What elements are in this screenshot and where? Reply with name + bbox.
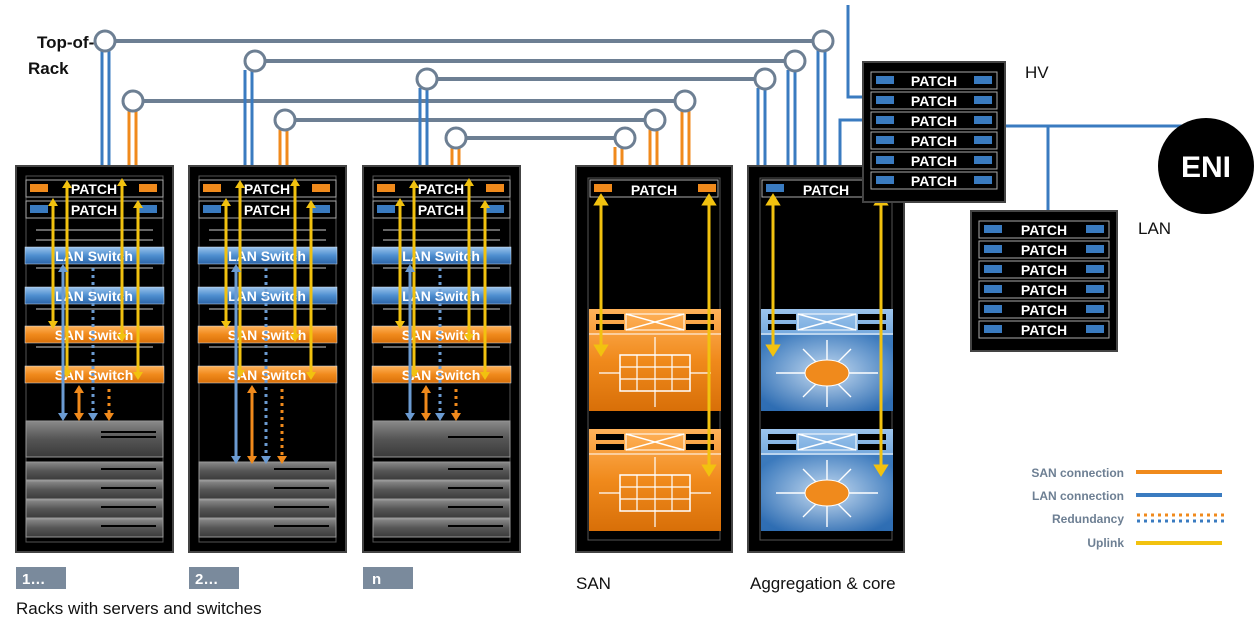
lan-patch-panel: PATCH PATCH PATCH PATCH PATCH PATCH (970, 210, 1118, 352)
hv-patch-panel: PATCH PATCH PATCH PATCH PATCH PATCH (862, 61, 1006, 203)
legend-uplink: Uplink (1087, 536, 1124, 550)
rack-1-patch-2: PATCH (71, 202, 117, 218)
rack-n-patch-2: PATCH (418, 202, 464, 218)
san-director-1 (589, 309, 721, 411)
top-of-rack-label-1: Top-of- (37, 33, 94, 52)
lan-patch-row-6: PATCH (1021, 322, 1067, 338)
junction-nodes (93, 29, 835, 150)
hv-patch-row-2: PATCH (911, 93, 957, 109)
rack-2-switch-3: SAN Switch (228, 327, 307, 343)
hv-patch-row-4: PATCH (911, 133, 957, 149)
lan-label: LAN (1138, 219, 1171, 238)
san-vertical-links (127, 110, 691, 168)
san-rack: PATCH (575, 165, 733, 553)
rack-tag-2: 2… (195, 571, 218, 588)
san-label: SAN (576, 574, 611, 593)
core-switch-1 (761, 309, 893, 411)
hv-patch-row-5: PATCH (911, 153, 957, 169)
legend-lan-connection: LAN connection (1032, 489, 1124, 503)
aggregation-core-rack: PATCH (747, 165, 905, 553)
aggregation-label: Aggregation & core (750, 574, 896, 593)
rack-n-switch-1: LAN Switch (402, 248, 480, 264)
top-of-rack-label-2: Rack (28, 59, 69, 78)
lan-patch-row-1: PATCH (1021, 222, 1067, 238)
san-director-2 (589, 429, 721, 531)
lan-patch-row-3: PATCH (1021, 262, 1067, 278)
rack-tags: 1… 2… n (16, 567, 413, 589)
legend-san-connection: SAN connection (1031, 466, 1124, 480)
hv-patch-row-6: PATCH (911, 173, 957, 189)
rack-1-switch-3: SAN Switch (55, 327, 134, 343)
lan-patch-row-4: PATCH (1021, 282, 1067, 298)
legend-redundancy: Redundancy (1052, 512, 1124, 526)
rack-1-switch-1: LAN Switch (55, 248, 133, 264)
rack-n-patch-1: PATCH (418, 181, 464, 197)
core-patch-label: PATCH (803, 182, 849, 198)
rack-tag-n: n (372, 571, 381, 588)
rack-2-patch-2: PATCH (244, 202, 290, 218)
lan-vertical-links (100, 5, 1190, 212)
rack-1-patch-1: PATCH (71, 181, 117, 197)
core-switch-2 (761, 429, 893, 531)
eni-node: ENI (1158, 118, 1254, 214)
rack-tag-1: 1… (22, 571, 45, 588)
racks-caption: Racks with servers and switches (16, 599, 262, 618)
rack-2-patch-1: PATCH (244, 181, 290, 197)
hv-patch-row-1: PATCH (911, 73, 957, 89)
hv-label: HV (1025, 63, 1049, 82)
lan-patch-row-5: PATCH (1021, 302, 1067, 318)
san-patch-label: PATCH (631, 182, 677, 198)
legend: SAN connection LAN connection Redundancy… (1031, 466, 1224, 550)
eni-label: ENI (1181, 151, 1231, 184)
lan-patch-row-2: PATCH (1021, 242, 1067, 258)
rack-n-switch-3: SAN Switch (402, 327, 481, 343)
hv-patch-row-3: PATCH (911, 113, 957, 129)
rack-2-switch-1: LAN Switch (228, 248, 306, 264)
trunk-lines (115, 39, 823, 140)
